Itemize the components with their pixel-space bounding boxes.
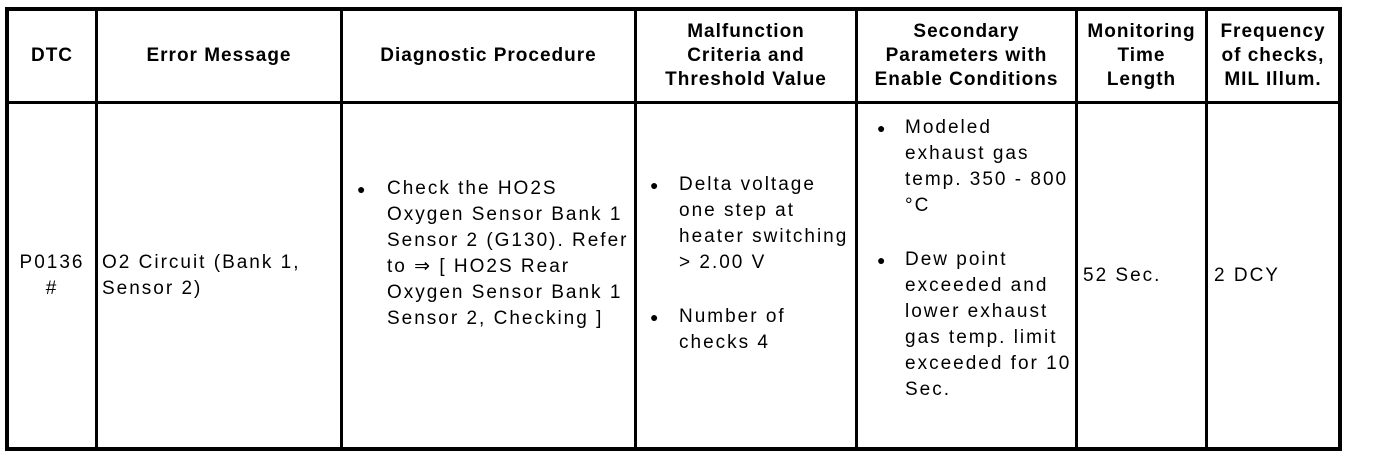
malfunction-criteria-text: Delta voltage one step at heater switchi… bbox=[679, 174, 849, 273]
bullet-icon: ● bbox=[877, 252, 886, 268]
secondary-parameter-text: Modeled exhaust gas temp. 350 - 800 °C bbox=[905, 117, 1069, 216]
header-line: Monitoring bbox=[1087, 21, 1196, 42]
header-line: Criteria and bbox=[687, 45, 805, 66]
header-cell-secondary-parameters: Secondary Parameters with Enable Conditi… bbox=[858, 11, 1078, 101]
header-cell-diagnostic-procedure: Diagnostic Procedure bbox=[343, 11, 637, 101]
table-body-row: P0136 # O2 Circuit (Bank 1, Sensor 2) ● … bbox=[9, 104, 1338, 447]
cell-diagnostic-procedure: ● Check the HO2S Oxygen Sensor Bank 1 Se… bbox=[343, 104, 637, 447]
monitoring-time-text: 52 Sec. bbox=[1083, 264, 1162, 286]
bullet-icon: ● bbox=[650, 309, 659, 325]
dtc-flag: # bbox=[45, 277, 59, 299]
bullet-icon: ● bbox=[357, 181, 366, 197]
list-item: ● Check the HO2S Oxygen Sensor Bank 1 Se… bbox=[357, 176, 634, 332]
bullet-icon: ● bbox=[877, 120, 886, 136]
header-line: Enable Conditions bbox=[874, 69, 1059, 90]
cell-secondary-parameters: ● Modeled exhaust gas temp. 350 - 800 °C… bbox=[858, 104, 1078, 447]
bullet-icon: ● bbox=[650, 177, 659, 193]
header-line: Parameters with bbox=[885, 45, 1048, 66]
header-cell-monitoring-time-length: Monitoring Time Length bbox=[1078, 11, 1208, 101]
dtc-table: DTC Error Message Diagnostic Procedure M… bbox=[5, 7, 1342, 451]
cell-frequency-of-checks: 2 DCY bbox=[1208, 104, 1338, 447]
malfunction-criteria-text: Number of checks 4 bbox=[679, 306, 786, 353]
header-line: Frequency bbox=[1220, 21, 1326, 42]
header-cell-dtc: DTC bbox=[9, 11, 98, 101]
header-line: Length bbox=[1106, 69, 1177, 90]
header-line: Malfunction bbox=[687, 21, 805, 42]
secondary-parameters-list: ● Modeled exhaust gas temp. 350 - 800 °C… bbox=[877, 115, 1075, 403]
header-line: DTC bbox=[30, 45, 74, 66]
diagnostic-procedure-text: Check the HO2S Oxygen Sensor Bank 1 Sens… bbox=[387, 178, 629, 329]
dtc-code: P0136 bbox=[19, 251, 85, 273]
header-line: Time bbox=[1117, 45, 1166, 66]
frequency-text: 2 DCY bbox=[1214, 264, 1280, 286]
list-item: ● Delta voltage one step at heater switc… bbox=[650, 172, 855, 276]
cell-malfunction-criteria: ● Delta voltage one step at heater switc… bbox=[637, 104, 858, 447]
list-item: ● Modeled exhaust gas temp. 350 - 800 °C bbox=[877, 115, 1075, 219]
malfunction-criteria-list: ● Delta voltage one step at heater switc… bbox=[650, 172, 855, 356]
header-line: of checks, bbox=[1221, 45, 1325, 66]
cell-error-message: O2 Circuit (Bank 1, Sensor 2) bbox=[98, 104, 343, 447]
header-line: Secondary bbox=[913, 21, 1020, 42]
list-item: ● Number of checks 4 bbox=[650, 304, 855, 356]
diagnostic-procedure-list: ● Check the HO2S Oxygen Sensor Bank 1 Se… bbox=[357, 176, 634, 332]
header-cell-error-message: Error Message bbox=[98, 11, 343, 101]
error-message-text: O2 Circuit (Bank 1, Sensor 2) bbox=[102, 251, 301, 299]
header-line: Error Message bbox=[146, 45, 292, 66]
table-header-row: DTC Error Message Diagnostic Procedure M… bbox=[9, 11, 1338, 104]
list-item: ● Dew point exceeded and lower exhaust g… bbox=[877, 247, 1075, 403]
cell-monitoring-time-length: 52 Sec. bbox=[1078, 104, 1208, 447]
header-cell-frequency-of-checks: Frequency of checks, MIL Illum. bbox=[1208, 11, 1338, 101]
secondary-parameter-text: Dew point exceeded and lower exhaust gas… bbox=[905, 249, 1072, 400]
header-cell-malfunction-criteria: Malfunction Criteria and Threshold Value bbox=[637, 11, 858, 101]
header-line: MIL Illum. bbox=[1224, 69, 1322, 90]
header-line: Diagnostic Procedure bbox=[380, 45, 597, 66]
cell-dtc-code: P0136 # bbox=[9, 104, 98, 447]
header-line: Threshold Value bbox=[665, 69, 827, 90]
